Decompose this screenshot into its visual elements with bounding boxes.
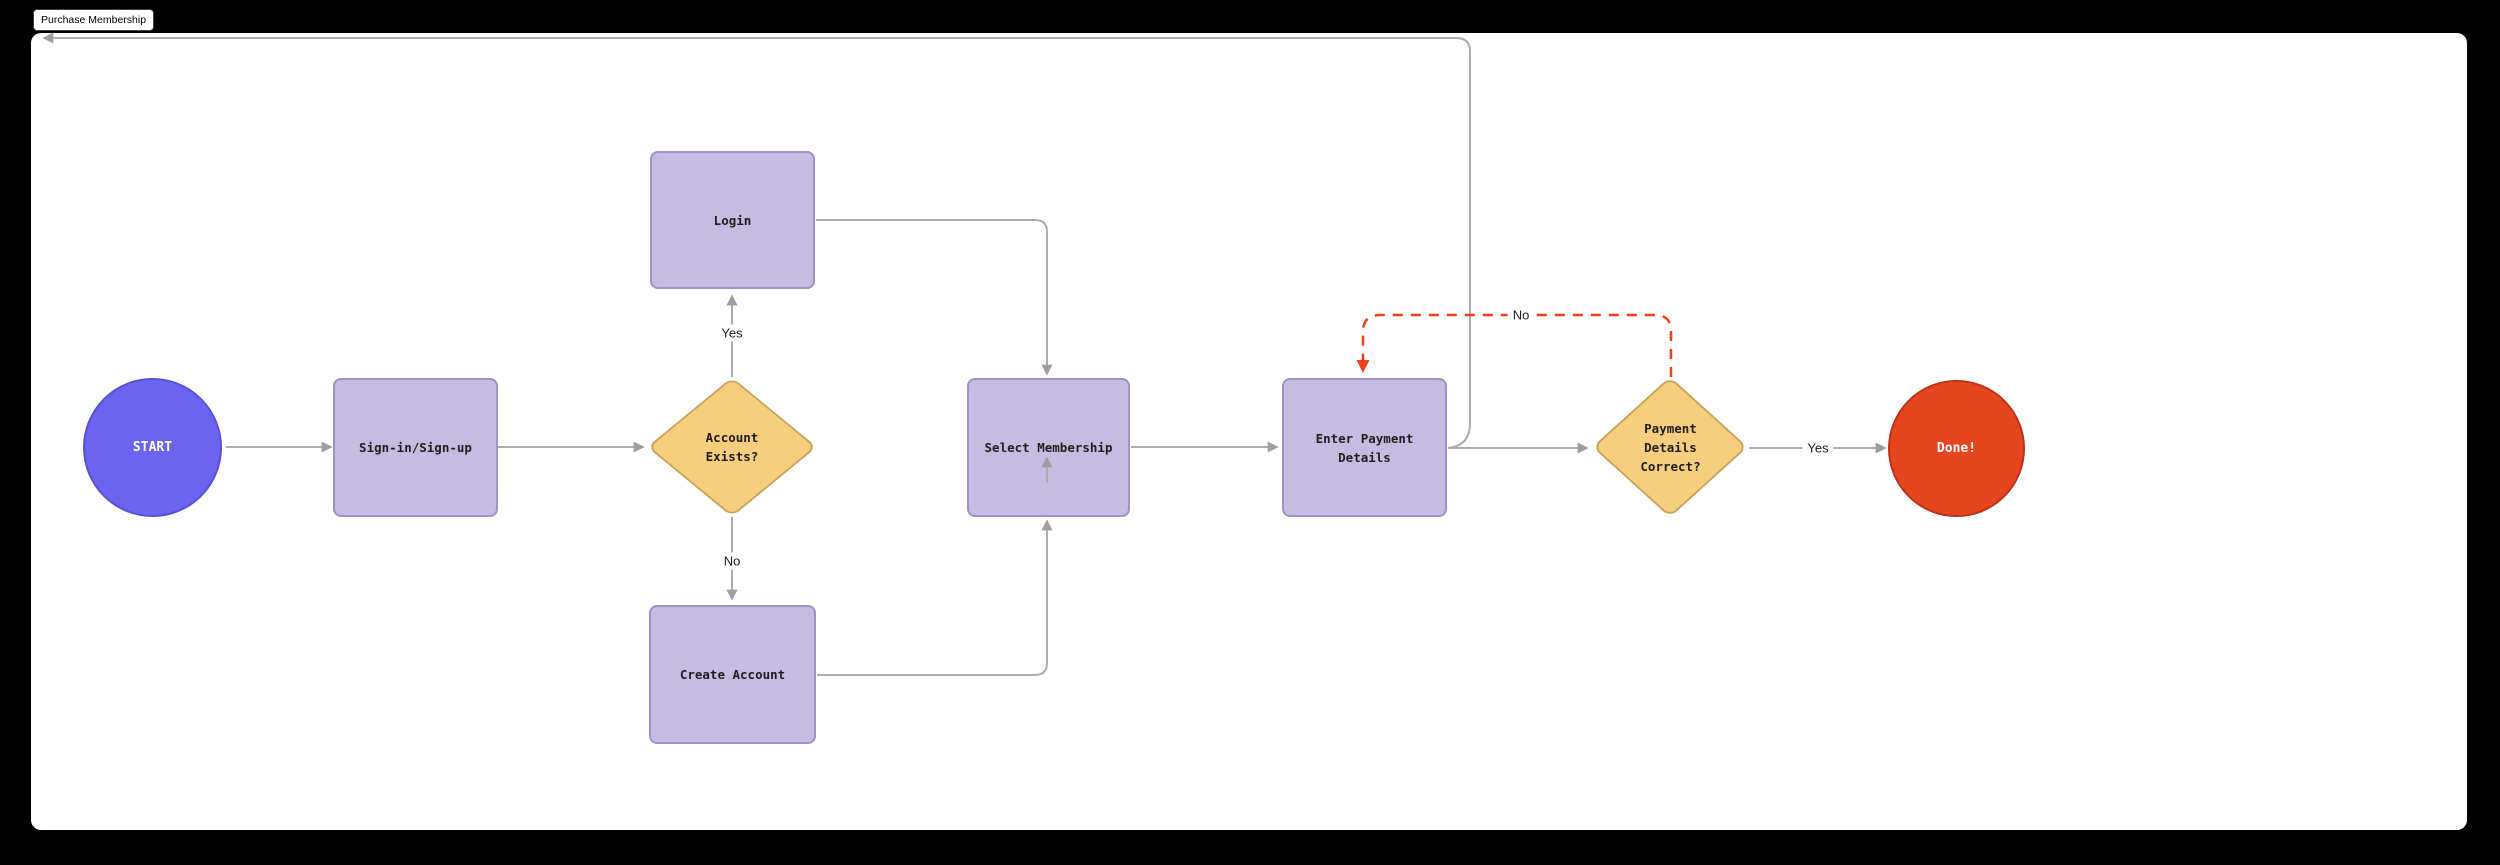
edge-label-account-yes: Yes bbox=[716, 324, 748, 342]
node-login[interactable]: Login bbox=[650, 151, 815, 289]
node-sign-in-sign-up[interactable]: Sign-in/Sign-up bbox=[333, 378, 498, 517]
node-start-label: START bbox=[132, 440, 173, 455]
node-start[interactable]: START bbox=[83, 378, 222, 517]
node-sign-in-sign-up-label: Sign-in/Sign-up bbox=[359, 440, 472, 455]
node-enter-payment-details[interactable]: Enter Payment Details bbox=[1282, 378, 1447, 517]
subgraph-title: Purchase Membership bbox=[33, 9, 155, 31]
node-login-label: Login bbox=[713, 212, 752, 228]
node-account-exists-label: Account Exists? bbox=[705, 430, 759, 464]
edge-label-account-no: No bbox=[718, 552, 746, 570]
edge-label-payment-no: No bbox=[1507, 306, 1535, 324]
node-select-membership-label: Select Membership bbox=[984, 440, 1113, 455]
node-enter-payment-details-label: Enter Payment Details bbox=[1315, 430, 1414, 465]
node-create-account[interactable]: Create Account bbox=[649, 605, 816, 744]
edge-label-payment-yes: Yes bbox=[1802, 439, 1834, 457]
node-create-account-label: Create Account bbox=[679, 667, 786, 682]
node-select-membership[interactable] bbox=[967, 378, 1130, 517]
node-done-label: Done! bbox=[1936, 441, 1977, 456]
node-payment-details-correct-label: Payment Details Correct? bbox=[1640, 421, 1701, 474]
node-done[interactable]: Done! bbox=[1888, 380, 2025, 517]
